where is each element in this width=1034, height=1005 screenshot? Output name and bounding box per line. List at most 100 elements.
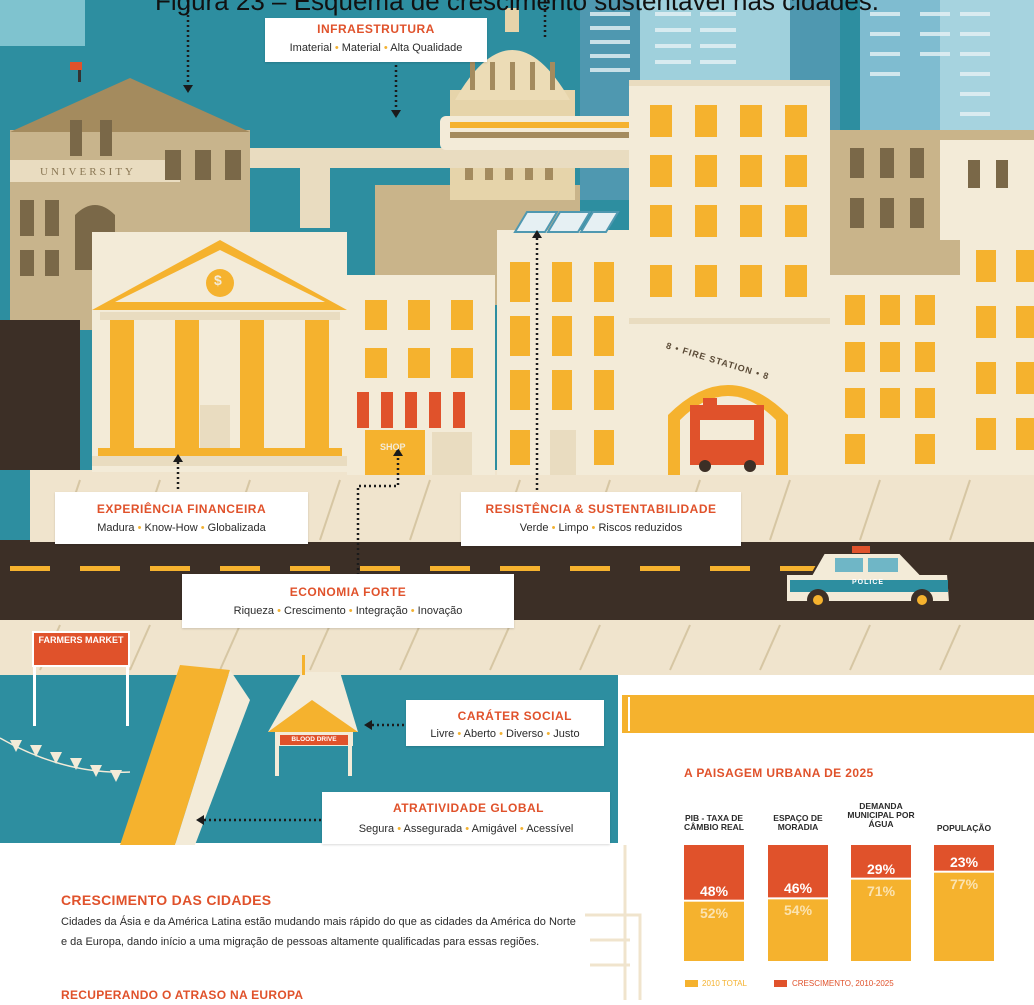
bullet-separator: •	[345, 605, 356, 617]
market-tent	[0, 665, 250, 845]
callout-item: Inovação	[417, 605, 463, 617]
callout-item: Madura	[97, 522, 135, 534]
bullet-separator: •	[197, 522, 208, 534]
callout-title: ECONOMIA FORTE	[289, 585, 407, 599]
monorail	[250, 116, 650, 228]
blood-drive-label: BLOOD DRIVE	[291, 736, 337, 743]
bullet-separator: •	[516, 823, 527, 835]
section-heading-crescimento: CRESCIMENTO DAS CIDADES	[61, 892, 272, 908]
bar-divider	[684, 899, 744, 902]
shop-building	[347, 275, 495, 475]
callout-title: EXPERIÊNCIA FINANCEIRA	[96, 502, 267, 516]
callout-item: Globalizada	[207, 522, 266, 534]
bullet-separator: •	[274, 605, 284, 617]
callout-item: Amigável	[471, 823, 517, 835]
callout-item: Livre	[430, 728, 455, 740]
section-paragraph: Cidades da Ásia e da América Latina estã…	[61, 916, 576, 948]
blood-drive-booth	[268, 655, 358, 776]
value-label-growth: 46%	[784, 880, 813, 897]
callout-item: Diverso	[506, 728, 544, 740]
callout-item: Integração	[355, 605, 408, 617]
callout-item: Imaterial	[289, 42, 332, 54]
bullet-separator: •	[588, 522, 599, 534]
farmers-market-sign	[32, 631, 130, 726]
callout-item: Material	[341, 42, 381, 54]
value-label-total: 71%	[867, 882, 896, 899]
bar-growth	[768, 845, 828, 899]
legend-swatch-growth	[774, 980, 787, 987]
bullet-separator: •	[380, 42, 391, 54]
callout-item: Know-How	[144, 522, 198, 534]
bar-growth	[684, 845, 744, 901]
bar-divider	[934, 870, 994, 873]
fire-station	[629, 80, 830, 475]
category-label: PIB - TAXA DE CÂMBIO REAL	[684, 813, 744, 832]
bullet-separator: •	[407, 605, 418, 617]
legend-swatch-total	[685, 980, 698, 987]
callout-item: Assegurada	[403, 823, 463, 835]
callout-title: INFRAESTRUTURA	[317, 22, 435, 36]
stacked-bar-chart	[684, 845, 994, 961]
bullet-separator: •	[394, 823, 404, 835]
callout-title: RESISTÊNCIA & SUSTENTABILIDADE	[485, 502, 717, 516]
callout-item: Acessível	[526, 823, 574, 835]
police-label: POLICE	[852, 579, 885, 586]
dollar-icon: $	[214, 272, 222, 288]
callout-items: Segura • Assegurada • Amigável • Acessív…	[322, 823, 610, 835]
callout-items: Madura • Know-How • Globalizada	[55, 522, 308, 534]
bar-total	[684, 901, 744, 961]
callout-experiencia: EXPERIÊNCIA FINANCEIRA Madura • Know-How…	[55, 492, 308, 544]
value-label-total: 77%	[950, 875, 979, 892]
callout-item: Limpo	[558, 522, 589, 534]
bullet-separator: •	[548, 522, 559, 534]
section-heading-europa: RECUPERANDO O ATRASO NA EUROPA	[61, 988, 304, 1002]
panel-header-bar	[622, 695, 1034, 733]
bullet-separator: •	[454, 728, 464, 740]
callout-item: Riqueza	[233, 605, 275, 617]
callout-item: Crescimento	[284, 605, 346, 617]
connector-lines	[176, 0, 547, 822]
bar-growth	[851, 845, 911, 879]
right-buildings	[830, 228, 1034, 475]
bar-divider	[768, 897, 828, 900]
callout-items: Imaterial • Material • Alta Qualidade	[265, 42, 487, 54]
bar-total	[851, 879, 911, 961]
callout-items: Livre • Aberto • Diverso • Justo	[406, 728, 604, 740]
bar-total	[934, 872, 994, 961]
chart-panel-title: A PAISAGEM URBANA DE 2025	[684, 766, 874, 780]
value-label-total: 54%	[784, 902, 813, 919]
university-sign: UNIVERSITY	[40, 166, 136, 178]
category-label: POPULAÇÃO	[936, 823, 992, 833]
callout-item: Justo	[553, 728, 580, 740]
legend-label-growth: CRESCIMENTO, 2010-2025	[792, 979, 894, 988]
value-label-growth: 23%	[950, 853, 979, 870]
category-label: ESPAÇO DE MORADIA	[773, 813, 823, 832]
callout-carater: CARÁTER SOCIAL Livre • Aberto • Diverso …	[406, 700, 604, 746]
bullet-separator: •	[331, 42, 342, 54]
green-building	[497, 211, 629, 475]
bar-growth	[934, 845, 994, 872]
callout-item: Alta Qualidade	[390, 42, 463, 54]
figure-title: Figura 23 – Esquema de crescimento suste…	[154, 0, 880, 16]
bar-divider	[851, 877, 911, 880]
value-label-total: 52%	[700, 904, 729, 921]
callout-item: Riscos reduzidos	[598, 522, 683, 534]
callout-item: Verde	[519, 522, 549, 534]
value-label-growth: 29%	[867, 860, 896, 877]
bullet-separator: •	[134, 522, 145, 534]
bullet-separator: •	[496, 728, 507, 740]
callout-economia: ECONOMIA FORTE Riqueza • Crescimento • I…	[182, 574, 514, 628]
bank-building	[92, 232, 348, 472]
bullet-separator: •	[462, 823, 472, 835]
callout-atratividade: ATRATIVIDADE GLOBAL Segura • Assegurada …	[322, 792, 610, 844]
callout-item: Aberto	[463, 728, 497, 740]
callout-items: Verde • Limpo • Riscos reduzidos	[461, 522, 741, 534]
category-label: DEMANDA MUNICIPAL POR ÁGUA	[847, 801, 915, 829]
shop-sign: SHOP	[380, 442, 406, 452]
bar-total	[768, 899, 828, 961]
bullet-separator: •	[543, 728, 554, 740]
callout-infraestrutura: INFRAESTRUTURA Imaterial • Material • Al…	[265, 18, 487, 62]
callout-title: ATRATIVIDADE GLOBAL	[392, 801, 544, 815]
